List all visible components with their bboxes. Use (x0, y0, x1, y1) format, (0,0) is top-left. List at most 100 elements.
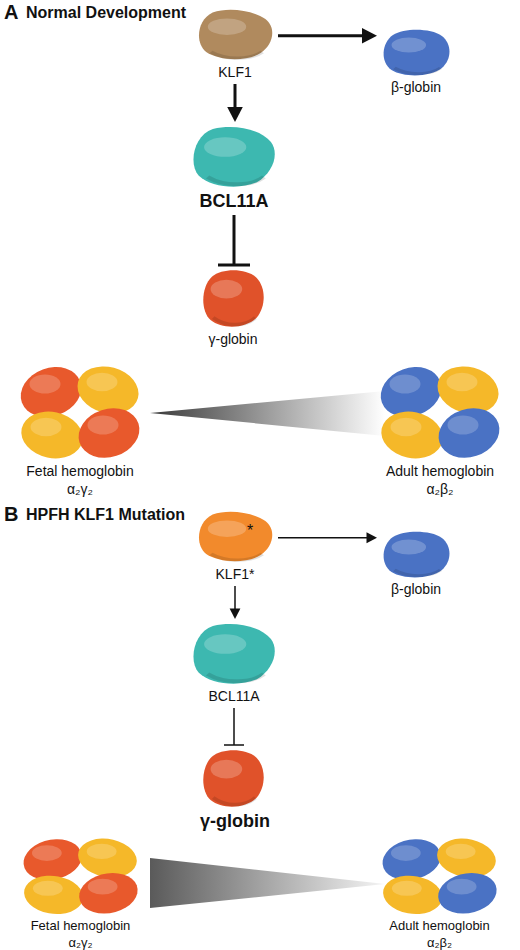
hemoglobin-node: Fetal hemoglobinα₂γ₂ (15, 362, 145, 498)
protein-shape (380, 28, 452, 78)
hemoglobin-label: Fetal hemoglobin (18, 917, 143, 934)
protein-shape (195, 510, 275, 565)
subunit-highlight (88, 415, 119, 434)
hemoglobin-label: Adult hemoglobin (375, 462, 505, 480)
protein-shade (213, 318, 255, 325)
connector-line (233, 215, 236, 265)
subunit-highlight (446, 844, 476, 859)
protein-body (203, 750, 263, 806)
inhibition-connector (218, 215, 250, 265)
tetramer-shape (375, 362, 505, 462)
subunit-highlight (391, 845, 421, 861)
protein-label: β-globin (380, 78, 452, 96)
subunit-highlight (88, 879, 118, 895)
protein-highlight (211, 280, 243, 299)
protein-node: BCL11A (190, 125, 278, 212)
gradient-wedge (150, 391, 385, 436)
activation-arrow (278, 28, 377, 44)
subunit-formula: α₂γ₂ (18, 934, 143, 950)
activation-arrow (278, 532, 377, 543)
arrow-head (367, 532, 378, 543)
connector-line (278, 34, 364, 37)
protein-shape (380, 530, 452, 580)
subunit-formula: α₂γ₂ (15, 480, 145, 498)
inhibition-bar (218, 264, 250, 267)
protein-shade (208, 674, 264, 681)
protein-shape (190, 125, 278, 190)
shape-holder (377, 835, 502, 917)
protein-shape (200, 748, 266, 810)
shape-holder (195, 510, 275, 565)
shape-holder (195, 8, 275, 63)
panel-title: HPFH KLF1 Mutation (26, 506, 185, 524)
shape-holder (200, 748, 266, 810)
subunit-highlight (87, 844, 117, 859)
hemoglobin-node: Adult hemoglobinα₂β₂ (375, 362, 505, 498)
mutation-star: * (247, 522, 253, 540)
connector-line (233, 708, 235, 745)
protein-highlight (392, 38, 427, 53)
subunit-gap (437, 871, 444, 873)
protein-body (193, 624, 274, 684)
tetramer-shape (18, 835, 143, 917)
shape-holder (375, 362, 505, 462)
subunit-lobe (73, 867, 144, 920)
protein-shade (211, 52, 262, 58)
subunit-gap (437, 406, 444, 409)
subunit-formula: α₂β₂ (377, 934, 502, 950)
connector-line (234, 84, 237, 109)
protein-highlight (392, 540, 427, 555)
protein-shape (200, 268, 266, 330)
protein-label: β-globin (380, 580, 452, 598)
subunit-lobe (72, 401, 146, 466)
subunit-highlight (448, 415, 479, 434)
protein-highlight (204, 137, 246, 157)
protein-node: β-globin (380, 530, 452, 598)
protein-node: γ-globin (200, 268, 266, 348)
panel-letter: B (4, 503, 18, 526)
protein-shade (211, 554, 262, 560)
protein-body (203, 270, 263, 326)
subunit-lobe (379, 871, 447, 918)
protein-node: KLF1* (195, 510, 275, 583)
protein-body (199, 512, 272, 561)
protein-body (193, 127, 274, 187)
protein-label: BCL11A (190, 190, 278, 212)
panel-title: Normal Development (26, 4, 186, 22)
hemoglobin-node: Fetal hemoglobinα₂γ₂ (18, 835, 143, 950)
activation-arrow (230, 586, 241, 619)
subunit-highlight (391, 418, 422, 436)
panel-letter: A (4, 1, 18, 24)
subunit-lobe (20, 871, 88, 918)
shape-holder (380, 28, 452, 78)
subunit-highlight (30, 374, 61, 393)
connector-line (278, 537, 369, 539)
tetramer-shape (377, 835, 502, 917)
arrow-head (227, 107, 243, 122)
subunit-lobe (17, 406, 87, 464)
protein-label: γ-globin (200, 330, 266, 348)
subunit-highlight (31, 418, 62, 436)
connector-line (234, 586, 236, 611)
protein-shade (208, 177, 264, 184)
protein-node: BCL11A (190, 622, 278, 705)
subunit-highlight (87, 373, 118, 391)
tetramer-shape (15, 362, 145, 462)
subunit-lobe (377, 406, 447, 464)
protein-label: BCL11A (190, 687, 278, 705)
inhibition-bar (224, 744, 244, 746)
hemoglobin-label: Fetal hemoglobin (15, 462, 145, 480)
subunit-highlight (33, 881, 63, 896)
protein-shade (394, 68, 440, 74)
shape-holder (15, 362, 145, 462)
protein-label: γ-globin (200, 810, 266, 832)
activation-arrow (227, 84, 243, 122)
subunit-highlight (447, 373, 478, 391)
protein-node: KLF1 (195, 8, 275, 81)
protein-shape (190, 622, 278, 687)
shape-holder (190, 622, 278, 687)
subunit-highlight (390, 374, 421, 393)
subunit-formula: α₂β₂ (375, 480, 505, 498)
subunit-highlight (447, 879, 477, 895)
protein-shape (195, 8, 275, 63)
